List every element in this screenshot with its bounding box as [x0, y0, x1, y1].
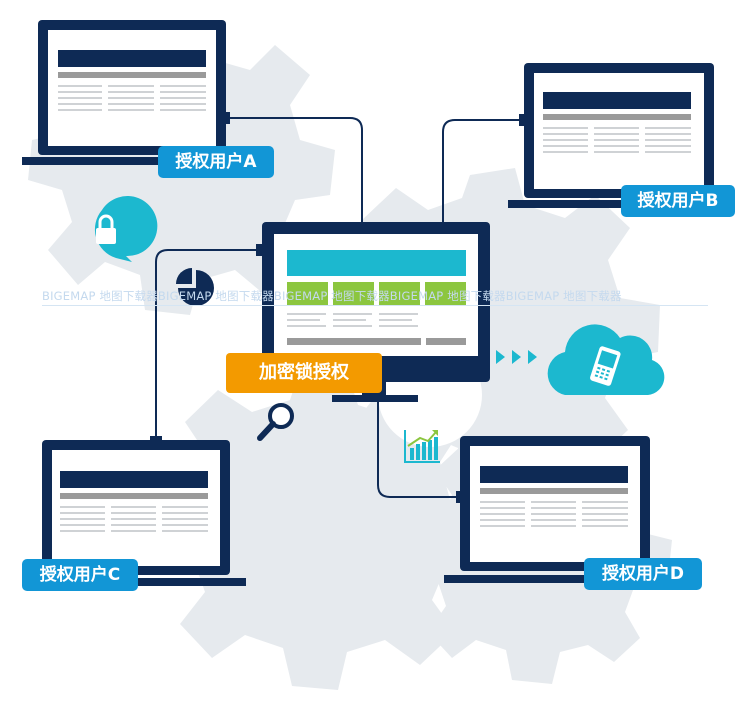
user-c-label: 授权用户C: [22, 559, 138, 591]
laptop-c: [26, 440, 246, 586]
pie-chart-icon: [176, 268, 214, 306]
dongle-auth-label: 加密锁授权: [226, 353, 382, 393]
watermark-text: BIGEMAP 地图下载器BIGEMAP 地图下载器BIGEMAP 地图下载器B…: [42, 288, 708, 306]
laptop-d: [444, 436, 666, 583]
laptop-a: [22, 20, 242, 165]
user-d-label: 授权用户D: [584, 558, 702, 590]
connector-lines: [155, 117, 520, 498]
user-b-label: 授权用户B: [621, 185, 735, 217]
lock-bubble-icon: [94, 196, 158, 262]
cloud-phone-icon: [547, 324, 665, 395]
laptop-b: [508, 63, 730, 208]
user-a-label: 授权用户A: [158, 146, 274, 178]
magnifier-icon: [257, 403, 294, 441]
center-monitor: [262, 222, 490, 402]
growth-chart-icon: [404, 430, 440, 463]
arrow-chevrons-icon: [496, 350, 537, 364]
